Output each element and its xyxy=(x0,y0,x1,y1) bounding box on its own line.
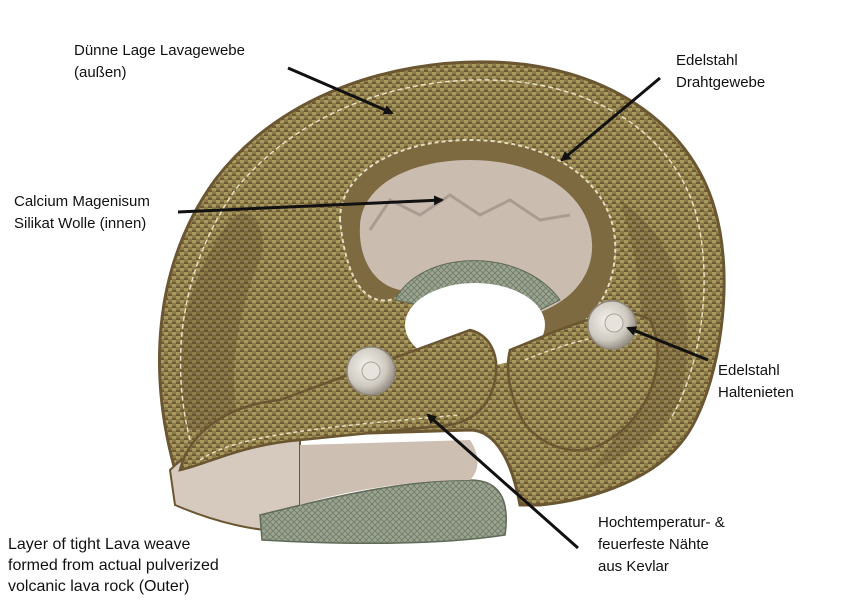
rivet-right xyxy=(587,300,637,350)
label-steel-mesh-line2: Drahtgewebe xyxy=(676,74,766,91)
label-steel-rivets: Edelstahl Haltenieten xyxy=(718,360,794,404)
label-calcium-wool-line1: Calcium Magenisum xyxy=(14,193,150,210)
outer-stitch-line xyxy=(179,79,705,441)
label-steel-mesh-line1: Edelstahl xyxy=(676,52,738,69)
label-steel-rivets-line1: Edelstahl xyxy=(718,362,780,379)
label-lava-outer-line3: volcanic lava rock (Outer) xyxy=(8,578,190,595)
label-lava-weave-thin-line1: Dünne Lage Lavagewebe xyxy=(74,42,245,59)
label-calcium-wool: Calcium Magenisum Silikat Wolle (innen) xyxy=(14,191,150,235)
label-steel-rivets-line2: Haltenieten xyxy=(718,384,794,401)
arrow-steel-rivets xyxy=(626,326,709,362)
label-lava-weave-thin-line2: (außen) xyxy=(74,64,127,81)
label-lava-outer: Layer of tight Lava weave formed from ac… xyxy=(8,534,219,597)
label-lava-weave-thin: Dünne Lage Lavagewebe (außen) xyxy=(74,40,245,84)
arrow-lava-weave xyxy=(287,66,394,115)
label-steel-mesh: Edelstahl Drahtgewebe xyxy=(676,50,765,94)
rivet-left xyxy=(346,346,396,396)
blanket-shade xyxy=(178,213,263,430)
callout-arrows xyxy=(177,66,709,550)
blanket-shade-right xyxy=(590,200,688,470)
label-kevlar-seams-line2: feuerfeste Nähte xyxy=(598,536,709,553)
bottom-mesh-band xyxy=(259,479,507,545)
arrow-steel-mesh xyxy=(560,76,661,162)
kevlar-stitch-line xyxy=(199,414,461,461)
label-calcium-wool-line2: Silikat Wolle (innen) xyxy=(14,215,147,232)
bottom-wool xyxy=(300,440,478,505)
front-flap-left xyxy=(178,328,498,472)
label-kevlar-seams-line1: Hochtemperatur- & xyxy=(598,514,725,531)
label-lava-outer-line2: formed from actual pulverized xyxy=(8,557,219,574)
label-kevlar-seams-line3: aus Kevlar xyxy=(598,558,669,575)
label-kevlar-seams: Hochtemperatur- & feuerfeste Nähte aus K… xyxy=(598,512,725,578)
arrow-kevlar-seams xyxy=(426,413,579,550)
turbo-blanket xyxy=(158,60,726,545)
label-lava-outer-line1: Layer of tight Lava weave xyxy=(8,536,191,553)
arrow-calcium-wool xyxy=(177,195,444,214)
